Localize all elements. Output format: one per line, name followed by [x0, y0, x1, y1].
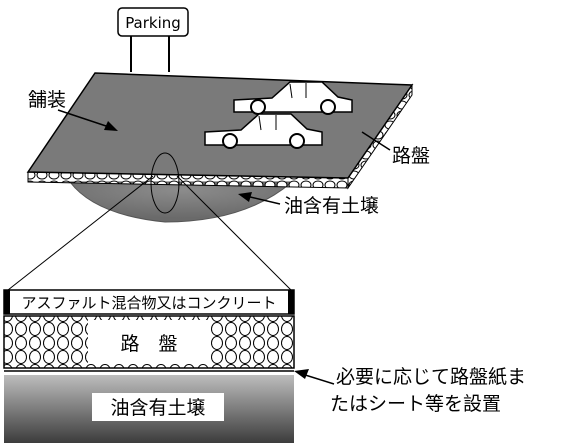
- soil-label-bg: [92, 393, 224, 421]
- note-line-1: 必要に応じて路盤紙ま: [336, 366, 526, 388]
- note-arrow: [301, 373, 335, 385]
- roadbed-label: 路盤: [392, 145, 430, 167]
- section-soil-label: 油含有土壌: [110, 397, 205, 419]
- oil-soil-mound: [68, 181, 294, 223]
- car-upper: [233, 81, 353, 115]
- pavement-label: 舗装: [28, 89, 66, 111]
- section-roadbed-label: 路 盤: [120, 333, 177, 355]
- roadbed-label-bg: [88, 320, 210, 364]
- car-lower: [204, 113, 323, 149]
- section-top-layer-label: アスファルト混合物又はコンクリート: [21, 294, 276, 312]
- pavement-arrow: [57, 109, 113, 129]
- parking-sign-text: Parking: [125, 14, 181, 32]
- parking-sign-board: [117, 7, 189, 37]
- pavement-surface: [26, 72, 414, 179]
- top-layer-left-cap: [4, 290, 10, 314]
- detail-ellipse: [150, 152, 180, 214]
- oil-soil-arrow: [245, 195, 281, 205]
- oil-soil-arrowhead: [238, 192, 252, 202]
- oil-soil-label: 油含有土壌: [284, 195, 379, 217]
- roadbed-leader: [361, 131, 391, 151]
- pavement-arrowhead: [104, 121, 118, 131]
- zoom-line-right: [176, 175, 292, 291]
- note-arrowhead: [294, 369, 309, 379]
- note-line-2: たはシート等を設置: [330, 393, 501, 415]
- zoom-line-left: [7, 175, 154, 291]
- top-layer-right-cap: [288, 290, 294, 314]
